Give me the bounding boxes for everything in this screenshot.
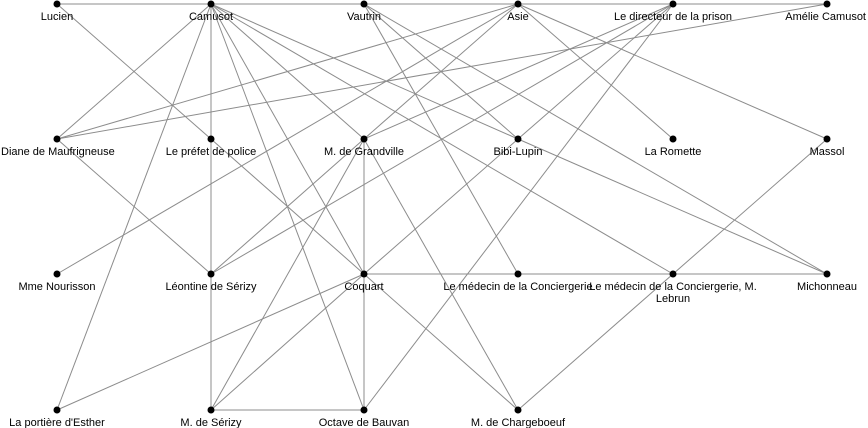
edge-asie-massol (517, 3, 828, 140)
edge-directeur-grandville (363, 3, 674, 140)
node-medecin1: Le médecin de la Conciergerie (443, 270, 593, 293)
edge-directeur-bibi (517, 3, 674, 140)
edge-asie-nourisson (56, 3, 519, 275)
edge-diane-leontine (56, 138, 212, 275)
node-label-massol: Massol (810, 146, 845, 158)
node-dot-vautrin (360, 0, 368, 8)
node-dot-michonneau (823, 270, 831, 278)
node-label-lucien: Lucien (41, 11, 73, 23)
node-dot-grandville (360, 135, 368, 143)
node-dot-asie (514, 0, 522, 8)
node-diane: Diane de Maufrigneuse (1, 135, 115, 158)
node-label-grandville: M. de Grandville (324, 146, 404, 158)
edge-amelie-diane (56, 3, 828, 140)
node-vautrin: Vautrin (347, 0, 381, 23)
node-label-romette: La Romette (645, 146, 702, 158)
node-dot-portiere (53, 406, 61, 414)
node-coquart: Coquart (344, 270, 384, 293)
node-dot-amelie (823, 0, 831, 8)
node-label-diane: Diane de Maufrigneuse (1, 146, 115, 158)
node-dot-camusot (207, 0, 215, 8)
node-dot-diane (53, 135, 61, 143)
node-amelie: Amélie Camusot (785, 0, 866, 23)
node-dot-octave (360, 406, 368, 414)
edge-camusot-bibi (210, 3, 519, 140)
node-label-medecin1: Le médecin de la Conciergerie (443, 281, 592, 293)
node-label-coquart: Coquart (344, 281, 383, 293)
node-portiere: La portière d'Esther (9, 406, 105, 428)
edge-directeur-leontine (210, 3, 674, 275)
edge-grandville-leontine (210, 138, 365, 275)
node-label-vautrin: Vautrin (347, 11, 381, 23)
node-asie: Asie (507, 0, 529, 23)
edge-bibi-michonneau (517, 138, 828, 275)
node-label-bibi: Bibi-Lupin (494, 146, 543, 158)
node-label-nourisson: Mme Nourisson (18, 281, 95, 293)
edge-bibi-coquart (363, 138, 519, 275)
node-serizy: M. de Sérizy (180, 406, 242, 428)
node-camusot: Camusot (189, 0, 233, 23)
node-dot-coquart (360, 270, 368, 278)
node-label-leontine: Léontine de Sérizy (165, 281, 257, 293)
node-grandville: M. de Grandville (324, 135, 404, 158)
node-lebrun: Le médecin de la Conciergerie, M.Lebrun (589, 270, 757, 305)
node-dot-massol (823, 135, 831, 143)
edge-vautrin-medecin1 (363, 3, 519, 275)
node-lucien: Lucien (41, 0, 73, 23)
edge-coquart-serizy (210, 273, 365, 411)
node-dot-bibi (514, 135, 522, 143)
node-bibi: Bibi-Lupin (494, 135, 543, 158)
edge-grandville-serizy (210, 138, 365, 411)
edge-camusot-diane (56, 3, 212, 140)
node-label-asie: Asie (507, 11, 528, 23)
node-label-amelie: Amélie Camusot (785, 11, 866, 23)
node-dot-nourisson (53, 270, 61, 278)
node-octave: Octave de Bauvan (319, 406, 410, 428)
node-label-octave: Octave de Bauvan (319, 417, 410, 428)
node-chargeboeuf: M. de Chargeboeuf (471, 406, 566, 428)
edge-asie-diane (56, 3, 519, 140)
node-massol: Massol (810, 135, 845, 158)
node-label-camusot: Camusot (189, 11, 233, 23)
node-directeur: Le directeur de la prison (614, 0, 732, 23)
node-label-portiere: La portière d'Esther (9, 417, 105, 428)
node-nourisson: Mme Nourisson (18, 270, 96, 293)
edges-layer (56, 3, 828, 411)
node-dot-serizy (207, 406, 215, 414)
node-dot-prefet (207, 135, 215, 143)
node-dot-medecin1 (514, 270, 522, 278)
edge-coquart-chargeboeuf (363, 273, 519, 411)
node-label-michonneau: Michonneau (797, 281, 857, 293)
edge-directeur-octave (363, 3, 674, 411)
node-dot-leontine (207, 270, 215, 278)
node-dot-directeur (669, 0, 677, 8)
node-dot-romette (669, 135, 677, 143)
edge-massol-lebrun (672, 138, 828, 275)
edge-lebrun-chargeboeuf (517, 273, 674, 411)
node-label-serizy: M. de Sérizy (180, 417, 242, 428)
node-label-prefet: Le préfet de police (166, 146, 257, 158)
node-label-directeur: Le directeur de la prison (614, 11, 732, 23)
node-leontine: Léontine de Sérizy (165, 270, 257, 293)
node-romette: La Romette (645, 135, 702, 158)
node-michonneau: Michonneau (797, 270, 857, 293)
edge-coquart-portiere (56, 273, 365, 411)
node-label-lebrun: Le médecin de la Conciergerie, M.Lebrun (589, 281, 757, 305)
node-dot-lebrun (669, 270, 677, 278)
node-dot-lucien (53, 0, 61, 8)
node-dot-chargeboeuf (514, 406, 522, 414)
node-label-chargeboeuf: M. de Chargeboeuf (471, 417, 566, 428)
node-prefet: Le préfet de police (166, 135, 257, 158)
